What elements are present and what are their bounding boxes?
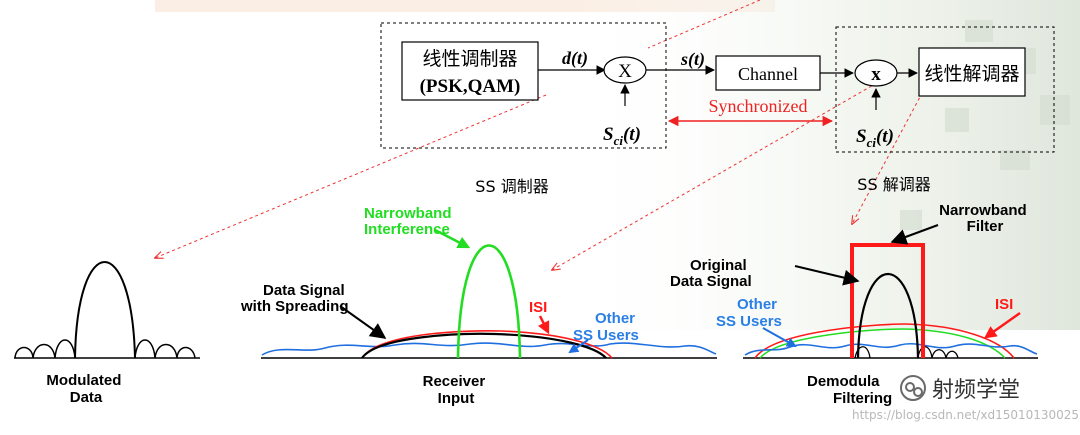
other-ss-users-wave <box>261 342 717 356</box>
receiver-isi-label: ISI <box>529 299 547 316</box>
spread-data-signal <box>361 332 607 359</box>
modulated-caption: Modulated Data <box>46 372 125 406</box>
linear-modulator-block <box>401 41 539 101</box>
modulator-mixer-symbol: X <box>618 61 632 82</box>
receiver-caption: Receiver Input <box>423 373 490 407</box>
linear-demodulator-block <box>918 47 1026 97</box>
input-signal-label: d(t) <box>562 48 588 69</box>
channel-label: Channel <box>738 64 798 84</box>
linear-modulator-label: 线性调制器 <box>422 48 517 70</box>
dashed-connectors <box>155 0 929 270</box>
narrowband-interference-label: Narrowband Interference <box>364 205 456 238</box>
ss-demodulator-section-label: SS 解调器 <box>857 175 930 194</box>
demodulator-mixer-symbol: x <box>871 64 881 85</box>
original-data-signal <box>856 273 920 359</box>
ss-modulator-section-label: SS 调制器 <box>475 177 548 196</box>
original-signal-label: Original Data Signal <box>670 257 752 290</box>
watermark-url: https://blog.csdn.net/xd15010130025 <box>852 408 1080 422</box>
isi-wave <box>361 330 613 359</box>
watermark-brand: 射频学堂 <box>932 378 1021 403</box>
ss-demodulator: x Sci(t) 线性解调器 SS 解调器 <box>835 26 1055 194</box>
demod-isi-label: ISI <box>995 296 1013 313</box>
filter-label: Narrowband Filter <box>939 202 1031 235</box>
modulated-side-lobes <box>14 339 196 359</box>
synchronization: Synchronized <box>667 96 834 127</box>
modulation-types-label: (PSK,QAM) <box>420 76 521 97</box>
panel-demodulator-filtering: Narrowband Filter Original Data Signal O… <box>670 202 1038 407</box>
receiver-other-users-label: Other SS Users <box>573 310 639 344</box>
narrowband-interference <box>456 244 522 359</box>
output-signal-label: s(t) <box>680 49 705 70</box>
demod-other-users-label: Other SS Users <box>716 296 782 330</box>
demod-caption: Demodula Filtering <box>807 373 892 407</box>
modulator-dashed-frame <box>380 22 667 149</box>
demodulator-dashed-frame <box>835 26 1055 153</box>
ss-modulator: 线性调制器 (PSK,QAM) d(t) X Sci(t) s(t) SS 调制… <box>380 22 715 196</box>
linear-demodulator-label: 线性解调器 <box>924 63 1019 85</box>
wechat-icon <box>900 375 926 401</box>
demod-other-users-wave <box>744 343 1038 356</box>
narrowband-filter-window <box>850 243 925 358</box>
modulated-main-lobe <box>74 261 136 359</box>
panel-receiver-input: Narrowband Interference Data Signal with… <box>240 205 717 407</box>
channel: Channel <box>715 55 854 91</box>
panel-modulated-data: Modulated Data <box>14 261 200 406</box>
data-signal-label: Data Signal with Spreading <box>240 282 349 315</box>
synchronized-label: Synchronized <box>709 96 808 116</box>
demodulator-code-signal: Sci(t) <box>856 126 894 150</box>
modulator-code-signal: Sci(t) <box>603 124 641 148</box>
watermark: 射频学堂 <box>900 368 1020 408</box>
